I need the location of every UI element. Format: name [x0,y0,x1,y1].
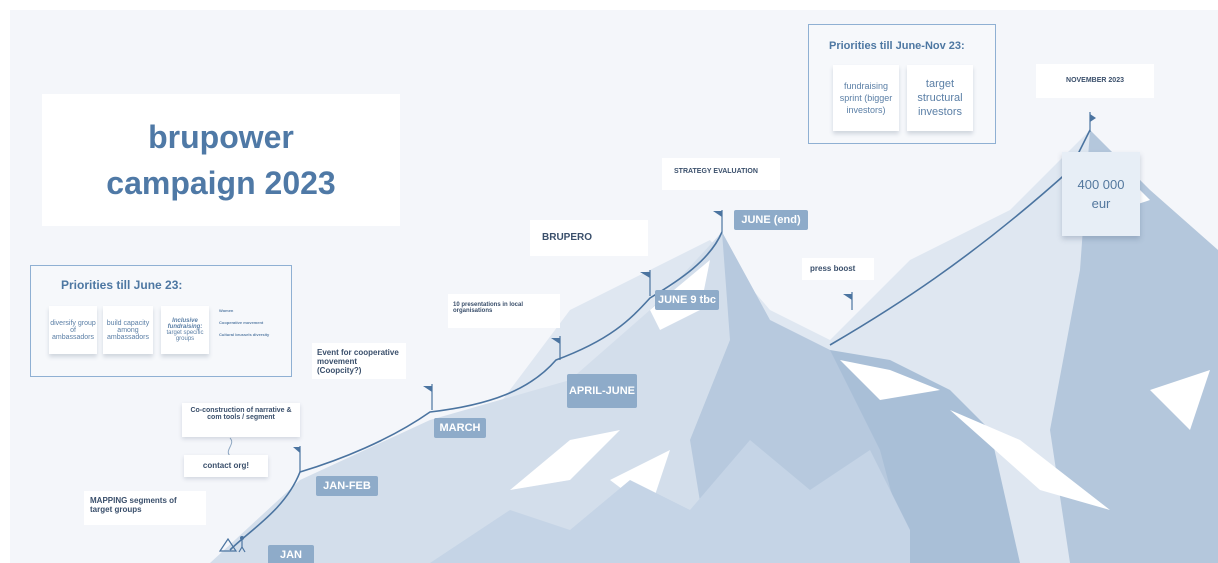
snow-streak-7 [1150,370,1210,430]
note-press-boost-text: press boost [810,264,856,273]
goal-card[interactable]: 400 000 eur [1062,152,1140,236]
flag-june-end-icon [713,210,723,232]
note-mapping-text: MAPPING segments of target groups [90,496,177,514]
tent-climber-icon [218,536,246,553]
note-november-text: NOVEMBER 2023 [1066,77,1124,84]
note-mapping[interactable]: MAPPING segments of target groups [84,491,206,525]
sticky-inclusive-fundraising-rest: target specific groups [166,330,204,342]
mountain-illustration [210,112,1218,563]
goal-amount: 400 000 [1077,177,1125,192]
flag-april-icon [551,336,561,360]
priorities-june-title: Priorities till June 23: [61,278,183,292]
snow-streak-4 [950,410,1110,510]
milestone-june-9[interactable]: JUNE 9 tbc [655,290,719,310]
mini-label-women: Women [219,308,234,313]
snow-streak-3 [840,360,940,400]
mini-label-cultural: Cultural brussels diversity [219,332,270,337]
flag-june9-icon [640,270,651,296]
note-coconstruction-text: Co-construction of narrative & com tools… [190,407,292,421]
goal-unit: eur [1091,196,1111,211]
mountain-shadow-3 [830,350,1020,563]
sticky-build-capacity[interactable]: build capacity among ambassadors [103,306,153,354]
milestone-june-end[interactable]: JUNE (end) [734,210,808,230]
milestone-jan-feb[interactable]: JAN-FEB [316,476,378,496]
sticky-structural-investors-text: target structural investors [917,78,963,118]
sticky-structural-investors[interactable]: target structural investors [907,65,973,131]
note-coconstruction[interactable]: Co-construction of narrative & com tools… [182,403,300,437]
whiteboard-canvas[interactable]: brupower campaign 2023 Priorities till J… [10,10,1218,563]
note-press-boost[interactable]: press boost [802,258,874,280]
milestone-march[interactable]: MARCH [434,418,486,438]
priorities-june-frame[interactable]: Priorities till June 23: diversify group… [30,265,292,377]
flag-summit-icon [1089,112,1096,132]
note-event-text: Event for cooperative movement (Coopcity… [317,348,399,375]
sticky-inclusive-fundraising-em: Inclusive fundraising: [167,318,203,330]
note-brupero[interactable]: BRUPERO [530,220,648,256]
note-strategy-evaluation[interactable]: STRATEGY EVALUATION [662,158,780,190]
note-event[interactable]: Event for cooperative movement (Coopcity… [312,343,406,379]
note-connector [227,437,233,457]
snow-streak-1 [510,430,620,490]
note-strategy-evaluation-text: STRATEGY EVALUATION [674,168,758,175]
ascent-path-upper [829,129,1091,346]
sticky-diversify-text: diversify group of ambassadors [50,319,96,341]
sticky-build-capacity-text: build capacity among ambassadors [106,319,150,341]
milestone-april-june[interactable]: APRIL-JUNE [567,374,637,408]
note-presentations-text: 10 presentations in local organisations [453,302,524,314]
campaign-title-card[interactable]: brupower campaign 2023 [42,94,400,226]
sticky-fundraising-sprint-text: fundraising sprint (bigger investors) [839,81,893,115]
campaign-title-line2: campaign 2023 [106,165,336,201]
mountain-ridge-dark [430,440,910,563]
flag-march-icon [423,384,433,410]
sticky-fundraising-sprint[interactable]: fundraising sprint (bigger investors) [833,65,899,131]
note-presentations[interactable]: 10 presentations in local organisations [448,294,560,328]
sticky-diversify[interactable]: diversify group of ambassadors [49,306,97,354]
mountain-shadow-2 [1050,130,1218,563]
note-contact-org[interactable]: contact org! [184,455,268,477]
flag-press-boost-icon [843,292,853,310]
sticky-inclusive-fundraising[interactable]: Inclusive fundraising: target specific g… [161,306,209,354]
note-brupero-text: BRUPERO [542,232,593,243]
priorities-nov-frame[interactable]: Priorities till June-Nov 23: fundraising… [808,24,996,144]
milestone-jan[interactable]: JAN [268,545,314,563]
flag-jan-feb-icon [293,446,301,472]
note-november[interactable]: NOVEMBER 2023 [1036,64,1154,98]
mini-label-cooperative: Cooperative movement [219,320,264,325]
priorities-nov-title: Priorities till June-Nov 23: [829,40,965,52]
campaign-title-line1: brupower [148,119,294,155]
note-contact-org-text: contact org! [202,461,250,470]
